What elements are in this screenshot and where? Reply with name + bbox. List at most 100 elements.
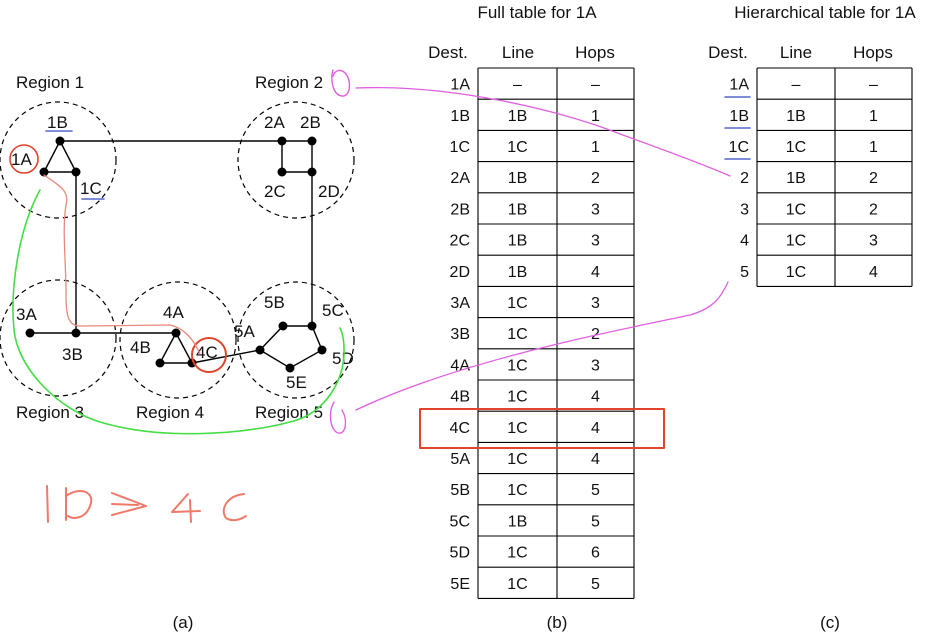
router-2a-node <box>277 136 287 146</box>
link-1b-1c <box>59 140 77 173</box>
hier-table-cell-hops: 3 <box>869 233 878 250</box>
hier-table-cell-dest: 3 <box>740 201 749 218</box>
full-table-cell-hops: 3 <box>591 233 600 250</box>
region-2-circle <box>237 101 355 219</box>
annotation-circle-4c <box>191 337 227 373</box>
full-table-cell-dest: 1A <box>450 77 470 94</box>
network-links <box>30 140 323 369</box>
full-table-cell-dest: 2B <box>450 201 470 218</box>
hier-table-cell-line: 1C <box>786 233 806 250</box>
hier-table-cell-line: 1C <box>786 264 806 281</box>
hier-table-cell-line: – <box>792 77 801 94</box>
router-label-3a: 3A <box>16 305 37 324</box>
full-table-cell-hops: 3 <box>591 201 600 218</box>
router-label-2a: 2A <box>264 113 285 132</box>
caption-b: (b) <box>547 613 568 632</box>
hier-table-cell-hops: 2 <box>869 170 878 187</box>
full-table-cell-dest: 3A <box>450 295 470 312</box>
hier-table-cell-line: 1C <box>786 201 806 218</box>
router-3a-node <box>25 328 35 338</box>
router-label-5b: 5B <box>264 293 285 312</box>
router-label-2b: 2B <box>300 113 321 132</box>
router-5b-node <box>278 321 288 331</box>
router-1a-node <box>39 167 49 177</box>
hier-table-grid <box>756 67 913 287</box>
full-table-cell-dest: 1C <box>450 139 470 156</box>
link-4a-4b <box>159 332 177 364</box>
router-5a-node <box>255 345 265 355</box>
full-table-cell-dest: 5D <box>450 545 470 562</box>
region-4-circle <box>119 281 237 399</box>
hier-table-header-hops: Hops <box>853 43 893 62</box>
router-label-5e: 5E <box>286 373 307 392</box>
router-2c-node <box>277 167 287 177</box>
full-table-cell-dest: 1B <box>450 108 470 125</box>
full-table-cell-hops: 4 <box>591 420 600 437</box>
router-4a-node <box>171 328 181 338</box>
full-table-cell-hops: 3 <box>591 295 600 312</box>
caption-a: (a) <box>173 613 194 632</box>
full-table-header-hops: Hops <box>575 43 615 62</box>
full-table-cell-line: 1B <box>508 108 528 125</box>
full-table-cell-line: 1C <box>507 389 527 406</box>
hier-table-header-line: Line <box>780 43 812 62</box>
full-table-cell-hops: 4 <box>591 451 600 468</box>
router-label-3b: 3B <box>62 345 83 364</box>
region-5-circle <box>237 281 355 399</box>
full-table-cell-dest: 3B <box>450 326 470 343</box>
full-table-cell-line: 1C <box>507 482 527 499</box>
full-table-cell-dest: 5C <box>450 513 470 530</box>
hierarchical-table: Hierarchical table for 1A Dest. Line Hop… <box>708 3 916 287</box>
hier-table-cell-dest: 1A <box>729 77 749 94</box>
region-4-label: Region 4 <box>136 403 204 422</box>
full-table-cell-line: 1B <box>508 264 528 281</box>
full-table-cell-dest: 4B <box>450 389 470 406</box>
full-table-cell-line: 1C <box>507 357 527 374</box>
router-5d-node <box>317 345 327 355</box>
annotation-loop-region-2 <box>331 69 351 97</box>
full-table-cell-hops: 5 <box>591 576 600 593</box>
hier-table-title: Hierarchical table for 1A <box>734 3 916 22</box>
full-table-cell-line: 1B <box>508 201 528 218</box>
full-table-cell-dest: 2A <box>450 170 470 187</box>
router-label-4c: 4C <box>196 343 218 362</box>
region-3-circle <box>0 279 117 397</box>
full-table-cell-line: 1C <box>507 139 527 156</box>
hand-annotations <box>9 69 751 523</box>
router-label-1c: 1C <box>80 179 102 198</box>
full-table-cell-line: 1B <box>508 233 528 250</box>
network-diagram: Region 1 Region 2 Region 3 Region 4 Regi… <box>0 73 355 422</box>
router-2d-node <box>307 167 317 177</box>
router-label-4b: 4B <box>130 338 151 357</box>
caption-c: (c) <box>820 613 840 632</box>
full-table-cell-dest: 4C <box>450 420 470 437</box>
annotation-link-region-5 <box>355 281 729 411</box>
router-5e-node <box>285 363 295 373</box>
hier-table-cell-hops: 1 <box>869 108 878 125</box>
full-table-cell-hops: 3 <box>591 357 600 374</box>
annotation-link-region-2 <box>355 86 731 177</box>
hier-table-cell-dest: 1C <box>729 139 749 156</box>
annotation-path-trace <box>43 174 201 355</box>
annotation-circle-1a <box>9 144 39 174</box>
region-2-label: Region 2 <box>255 73 323 92</box>
hier-table-cell-dest: 5 <box>740 264 749 281</box>
full-table-cell-hops: – <box>591 77 600 94</box>
router-5c-node <box>307 321 317 331</box>
full-table-title: Full table for 1A <box>477 3 597 22</box>
region-3-label: Region 3 <box>16 403 84 422</box>
hier-table-cell-hops: 4 <box>869 264 878 281</box>
full-table-header-dest: Dest. <box>428 43 468 62</box>
link-4a-4c <box>175 332 193 364</box>
router-label-5d: 5D <box>332 349 354 368</box>
router-label-2d: 2D <box>318 182 340 201</box>
annotation-green-route <box>12 189 345 435</box>
full-table-cell-dest: 4A <box>450 357 470 374</box>
router-1b-node <box>55 136 65 146</box>
hier-table-cell-dest: 1B <box>729 108 749 125</box>
router-label-4a: 4A <box>163 303 184 322</box>
router-label-5a: 5A <box>234 322 255 341</box>
